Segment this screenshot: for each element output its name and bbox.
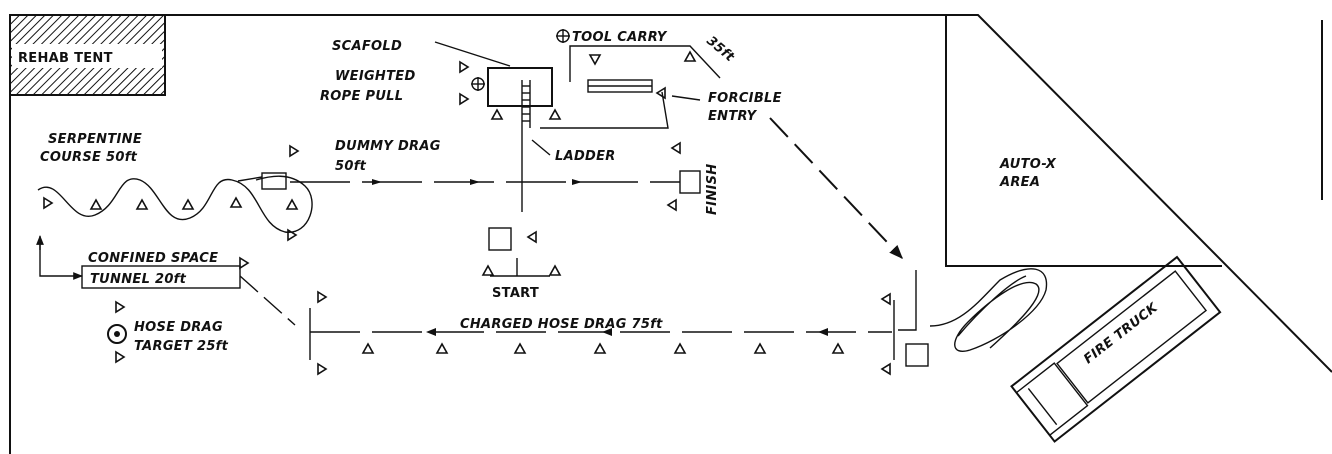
tool-carry-distance: 35ft [703,34,737,66]
serpentine-path [37,175,313,233]
dummy-drag-label: DUMMY DRAG [335,139,441,154]
auto-x-label: AUTO-X [999,157,1057,172]
entry-label: ENTRY [708,109,758,124]
fire-truck-label: FIRE TRUCK [1081,300,1161,367]
hose-drag-target-label: TARGET 25ft [134,339,229,354]
hose-drag-target [107,324,127,344]
auto-x-area [945,15,1222,267]
tool-carry-label: TOOL CARRY [572,30,668,45]
tunnel-label: TUNNEL 20ft [90,272,187,287]
start-label: START [492,286,539,301]
finish-label: FINISH [705,164,720,215]
rope-pull-label: ROPE PULL [320,89,403,104]
cones [43,50,891,376]
dummy-drag-distance: 50ft [335,159,367,174]
dummy-drag-dummy [261,172,287,190]
confined-space-label: CONFINED SPACE [88,251,218,266]
ladder-label: LADDER [555,149,616,164]
scaffold [434,41,553,128]
scafold-label: SCAFOLD [332,39,402,54]
hose-drag-label: HOSE DRAG [134,320,223,335]
hose-drag-box [905,343,929,367]
serpentine-distance: COURSE 50ft [40,150,138,165]
auto-x-area-label: AREA [999,175,1040,190]
start-box [488,227,512,251]
fire-truck [1010,255,1222,443]
finish-box [679,170,701,194]
site-boundary [9,14,1332,454]
hose-coil [929,268,1048,352]
serpentine-label: SERPENTINE [48,132,142,147]
forcible-label: FORCIBLE [708,91,782,106]
rehab-tent-label: REHAB TENT [18,51,113,66]
rehab-tent: REHAB TENT [9,14,166,96]
charged-hose-label: CHARGED HOSE DRAG 75ft [460,317,663,332]
weighted-label: WEIGHTED [335,69,416,84]
